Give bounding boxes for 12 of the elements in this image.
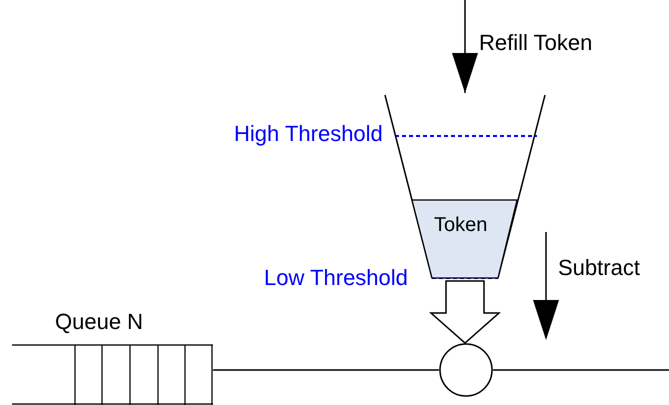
direction-label: Subtract — [558, 257, 640, 279]
edge-label: Refill Token — [479, 32, 592, 54]
arrow — [452, 0, 478, 93]
connector-line — [493, 369, 669, 371]
connector-line — [213, 369, 439, 371]
threshold-label: High Threshold — [234, 123, 383, 145]
token-label: Token — [434, 215, 488, 235]
threshold-label: Low Threshold — [264, 267, 408, 289]
queue-title: Queue N — [55, 311, 144, 333]
circle-node — [439, 343, 493, 397]
token-level — [410, 198, 520, 280]
arrow — [429, 280, 501, 344]
